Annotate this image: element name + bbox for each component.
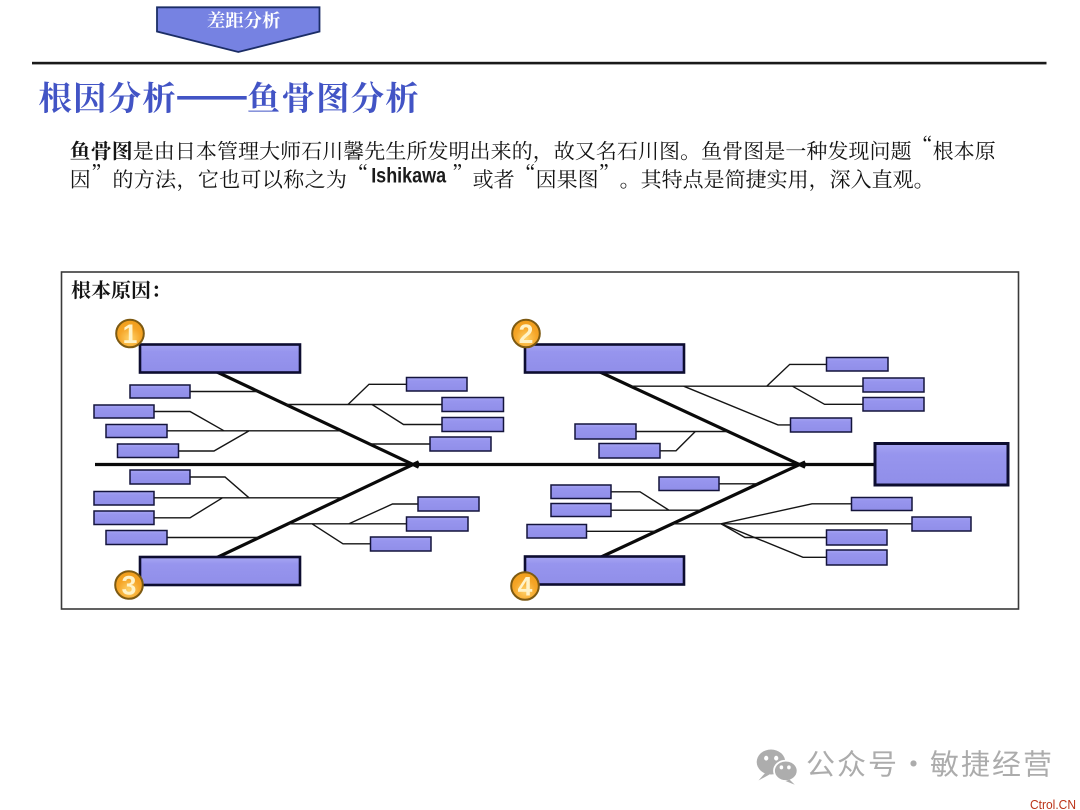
svg-text:3: 3 bbox=[122, 570, 137, 600]
svg-text:Ishikawa: Ishikawa bbox=[371, 165, 446, 188]
svg-text:1: 1 bbox=[123, 319, 138, 349]
svg-text:Ctrol.CN: Ctrol.CN bbox=[1030, 797, 1076, 810]
svg-text:4: 4 bbox=[518, 571, 533, 601]
svg-text:2: 2 bbox=[519, 319, 534, 349]
